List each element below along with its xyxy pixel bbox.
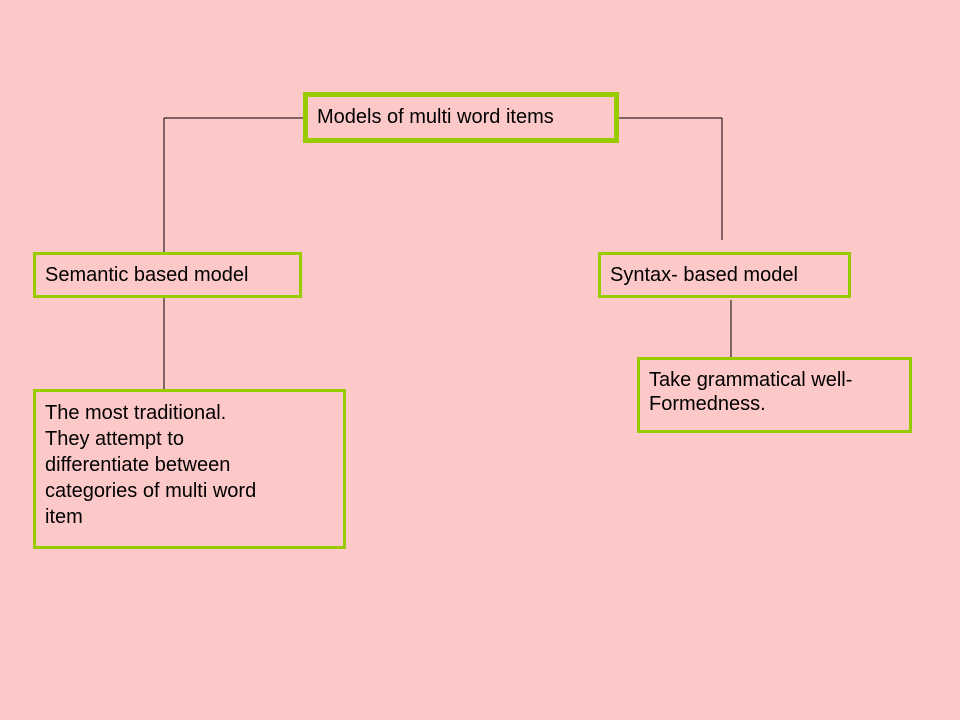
semantic-description-line: categories of multi word	[45, 480, 257, 502]
semantic-model-label: Semantic based model	[45, 264, 249, 286]
semantic-description-line: They attempt to	[45, 428, 184, 450]
semantic-description-line: differentiate between	[45, 454, 231, 476]
semantic-description-line: item	[45, 506, 83, 528]
syntax-model-node: Syntax- based model	[598, 252, 851, 298]
semantic-model-description: The most traditional. They attempt to di…	[33, 389, 346, 549]
semantic-model-node: Semantic based model	[33, 252, 302, 298]
root-node-label: Models of multi word items	[317, 106, 554, 128]
semantic-description-line: The most traditional.	[45, 402, 227, 424]
root-node: Models of multi word items	[303, 92, 619, 143]
syntax-model-description: Take grammatical well- Formedness.	[637, 357, 912, 433]
syntax-model-label: Syntax- based model	[610, 264, 798, 286]
syntax-description-line: Take grammatical well-	[649, 369, 853, 391]
syntax-description-line: Formedness.	[649, 393, 766, 415]
